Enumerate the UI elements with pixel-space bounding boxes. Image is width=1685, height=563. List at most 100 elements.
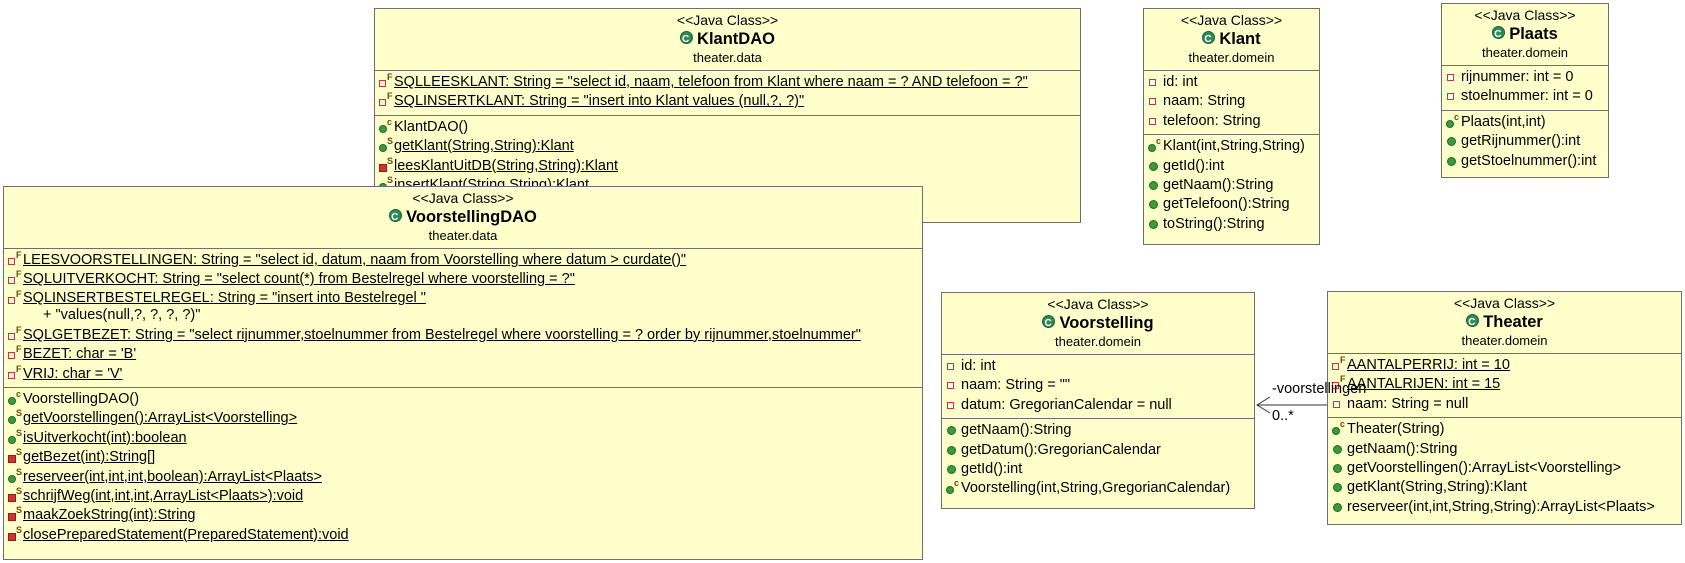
static-final-field-icon — [379, 80, 386, 87]
association-multiplicity-label: 0..* — [1272, 408, 1294, 424]
method-row[interactable]: getNaam():String — [1328, 440, 1681, 459]
attributes-compartment: rijnummer: int = 0 stoelnummer: int = 0 — [1442, 66, 1608, 111]
attribute-row[interactable]: datum: GregorianCalendar = null — [942, 396, 1254, 415]
static-final-field-icon — [8, 371, 15, 379]
method-row[interactable]: getStoelnummer():int — [1442, 152, 1608, 171]
static-final-field-icon — [8, 332, 15, 340]
constructor-icon — [946, 486, 954, 495]
static-final-field-icon — [379, 99, 386, 107]
method-row[interactable]: getId():int — [942, 460, 1254, 479]
class-header: <<Java Class>> KlantDAO theater.data — [375, 9, 1080, 71]
method-row[interactable]: getKlant(String,String):Klant — [1328, 478, 1681, 497]
class-klant[interactable]: <<Java Class>> Klant theater.domein id: … — [1143, 8, 1320, 245]
attribute-row[interactable]: id: int — [1144, 73, 1319, 92]
public-method-icon — [1333, 502, 1342, 512]
attribute-row[interactable]: naam: String — [1144, 92, 1319, 111]
method-row[interactable]: getDatum():GregorianCalendar — [942, 441, 1254, 460]
private-field-icon — [1149, 117, 1156, 125]
private-static-method-icon — [8, 493, 16, 502]
package-name: theater.domein — [1054, 334, 1141, 349]
attributes-compartment: id: int naam: String telefoon: String — [1144, 71, 1319, 136]
constructor-icon — [1148, 144, 1156, 153]
class-voorstelling[interactable]: <<Java Class>> Voorstelling theater.dome… — [941, 292, 1255, 509]
attribute-row[interactable]: stoelnummer: int = 0 — [1442, 87, 1608, 106]
class-icon — [680, 29, 694, 50]
class-header: <<Java Class>> Plaats theater.domein — [1442, 4, 1608, 66]
method-row[interactable]: getNaam():String — [942, 421, 1254, 440]
public-method-icon — [1149, 200, 1158, 210]
method-row[interactable]: getNaam():String — [1144, 176, 1319, 195]
public-method-icon — [1333, 444, 1342, 454]
class-icon — [1202, 29, 1216, 50]
stereotype-label: <<Java Class>> — [412, 190, 514, 206]
attributes-compartment: id: int naam: String = "" datum: Gregori… — [942, 355, 1254, 420]
class-theater[interactable]: <<Java Class>> Theater theater.domein FA… — [1327, 291, 1682, 525]
method-row[interactable]: getTelefoon():String — [1144, 195, 1319, 214]
class-name: Theater — [1483, 313, 1543, 331]
attribute-row[interactable]: telefoon: String — [1144, 112, 1319, 131]
class-header: <<Java Class>> Voorstelling theater.dome… — [942, 293, 1254, 355]
private-field-icon — [1149, 98, 1156, 106]
attribute-row[interactable]: naam: String = "" — [942, 376, 1254, 395]
method-row[interactable]: reserveer(int,int,String,String):ArrayLi… — [1328, 498, 1681, 517]
static-final-field-icon — [8, 296, 15, 304]
public-static-method-icon — [8, 416, 16, 425]
attribute-row[interactable]: naam: String = null — [1328, 395, 1681, 414]
class-name: Voorstelling — [1059, 314, 1154, 332]
class-icon — [1492, 24, 1506, 45]
method-row[interactable]: getId():int — [1144, 157, 1319, 176]
attribute-row[interactable]: id: int — [942, 357, 1254, 376]
association-arrowhead — [1256, 396, 1271, 414]
public-method-icon — [1149, 161, 1158, 171]
public-method-icon — [1447, 137, 1456, 147]
method-row[interactable]: toString():String — [1144, 215, 1319, 234]
static-final-field-icon — [1332, 382, 1339, 390]
private-field-icon — [947, 382, 954, 390]
private-static-method-icon — [8, 455, 16, 464]
class-icon — [1466, 312, 1480, 333]
private-static-method-icon — [8, 513, 16, 522]
class-name: VoorstellingDAO — [406, 208, 537, 226]
method-row[interactable]: getRijnummer():int — [1442, 132, 1608, 151]
stereotype-label: <<Java Class>> — [1180, 12, 1283, 28]
public-static-method-icon — [8, 474, 16, 483]
method-row[interactable]: getVoorstellingen():ArrayList<Voorstelli… — [1328, 459, 1681, 478]
attribute-row[interactable]: rijnummer: int = 0 — [1442, 68, 1608, 87]
class-icon — [1042, 313, 1056, 334]
class-voorstellingdao[interactable]: <<Java Class>> VoorstellingDAO theater.d… — [3, 186, 923, 560]
class-plaats[interactable]: <<Java Class>> Plaats theater.domein rij… — [1441, 3, 1609, 178]
class-name: Plaats — [1509, 25, 1558, 43]
constructor-icon — [379, 124, 387, 133]
